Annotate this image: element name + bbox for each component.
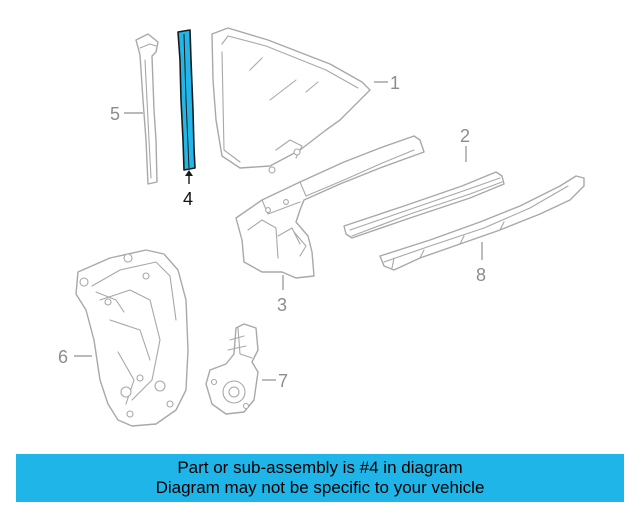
part-5-trim-strip[interactable] [135,33,159,185]
part-2-sill-strip[interactable] [343,171,505,239]
part-7-window-motor[interactable] [205,323,259,415]
info-banner: Part or sub-assembly is #4 in diagram Di… [16,454,624,502]
callout-4: 4 [183,189,193,209]
banner-line-part-number: Part or sub-assembly is #4 in diagram [177,458,463,477]
callout-2: 2 [460,126,470,146]
callout-7: 7 [278,371,288,391]
banner-line-disclaimer: Diagram may not be specific to your vehi… [155,478,485,497]
callout-6: 6 [58,347,68,367]
part-4-channel-strip[interactable] [177,29,196,171]
callout-1: 1 [390,73,400,93]
part-3-quarter-panel-bracket[interactable] [235,135,425,279]
callout-3: 3 [277,295,287,315]
parts-diagram: 5 4 1 3 2 [58,27,585,427]
part-6-window-regulator[interactable] [75,249,189,427]
callout-8: 8 [476,265,486,285]
callout-5: 5 [110,104,120,124]
leader-4-arrow [185,170,193,176]
part-1-quarter-glass[interactable] [211,27,371,174]
part-8-rocker-trim[interactable] [379,175,585,271]
